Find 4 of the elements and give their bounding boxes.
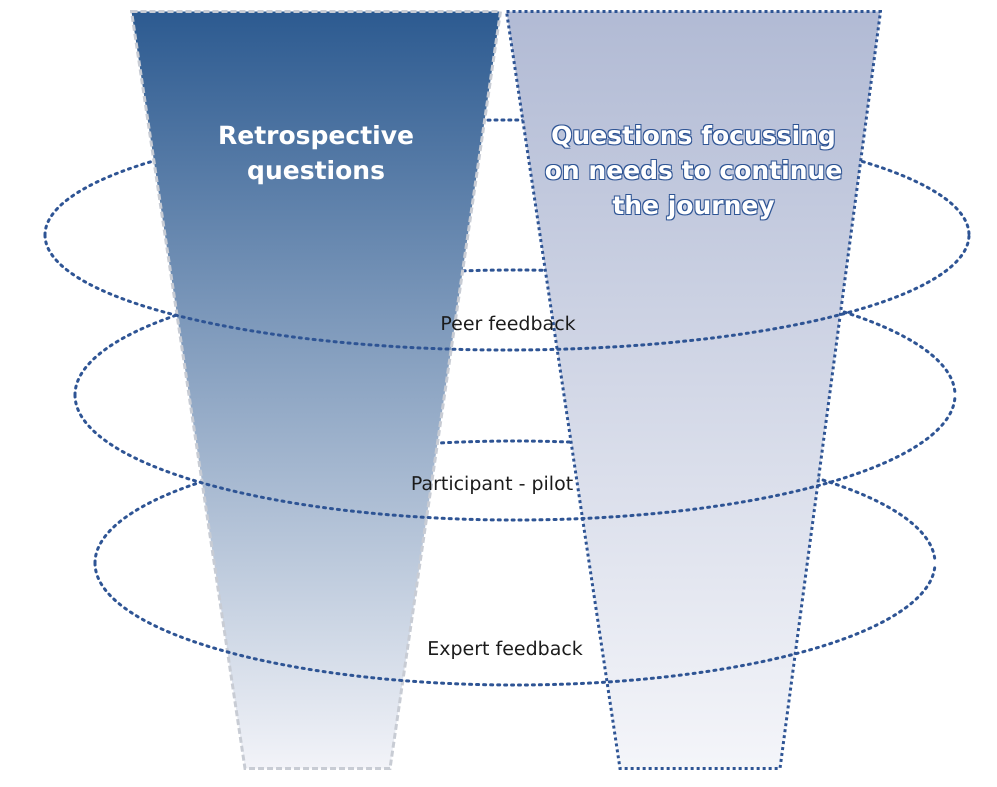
- ring-label: Expert feedback: [427, 638, 583, 660]
- funnel-heading: Retrospective questions: [217, 120, 415, 187]
- funnel-heading: Questions focussing on needs to continue the journey: [544, 120, 844, 222]
- ring-label: Participant - pilot: [410, 473, 574, 495]
